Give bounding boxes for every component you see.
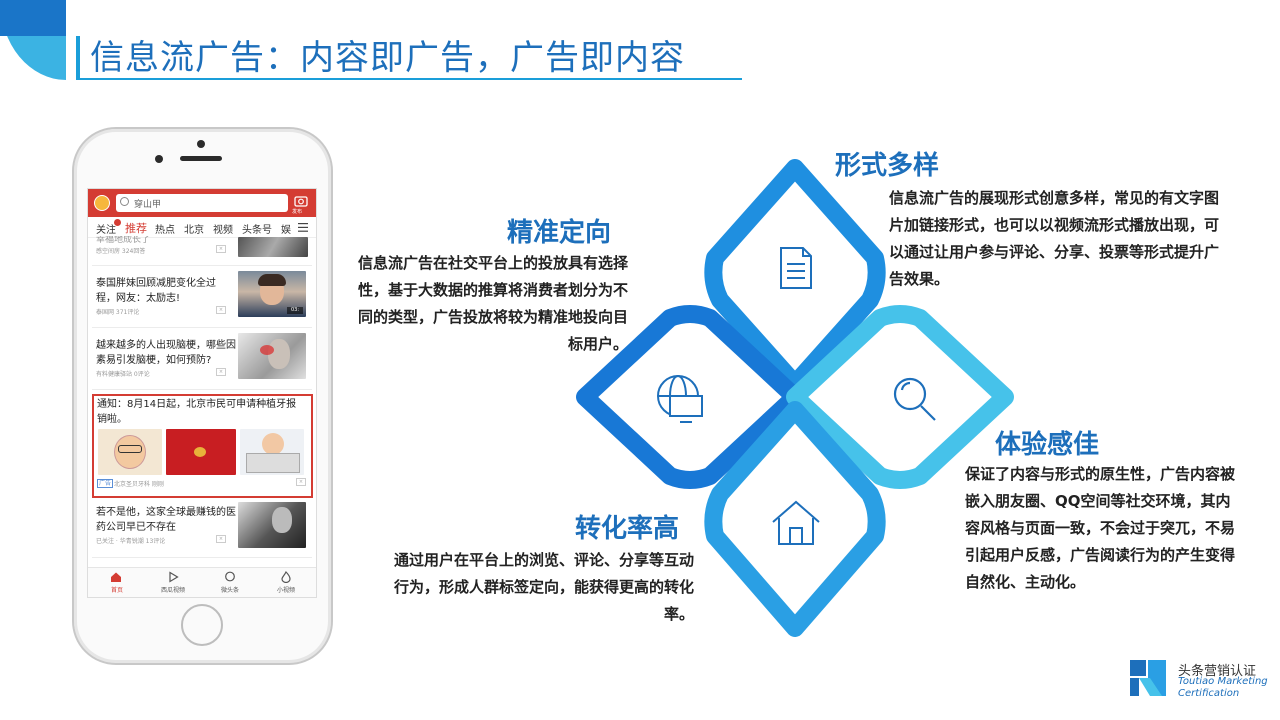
dismiss-icon[interactable]: × <box>296 478 306 486</box>
dismiss-icon[interactable]: × <box>216 368 226 376</box>
title-underline <box>76 78 742 80</box>
feature-text-conversion: 通过用户在平台上的浏览、评论、分享等互动行为，形成人群标签定向，能获得更高的转化… <box>393 551 694 623</box>
ad-title[interactable]: 通知：8月14日起，北京市民可申请种植牙报销啦。 <box>97 399 297 425</box>
document-icon <box>780 247 812 289</box>
ad-image-reader[interactable] <box>240 429 304 475</box>
news-title[interactable]: 泰国胖妹回顾减肥变化全过程，网友：太励志! <box>96 278 216 304</box>
nav-home-label[interactable]: 首页 <box>111 587 124 594</box>
dismiss-icon[interactable]: × <box>216 245 226 253</box>
divider <box>92 327 312 328</box>
publish-label: 发布 <box>292 209 303 215</box>
petal-top <box>704 159 886 393</box>
ad-badge: 广告 <box>97 479 114 488</box>
dismiss-icon[interactable]: × <box>216 535 226 543</box>
feature-text-experience: 保证了内容与形式的原生性，广告内容被嵌入朋友圈、QQ空间等社交环境，其内容风格与… <box>965 465 1236 591</box>
tab-hot[interactable]: 热点 <box>155 225 175 236</box>
news-thumbnail[interactable] <box>238 502 306 548</box>
dismiss-icon[interactable]: × <box>216 306 226 314</box>
divider <box>92 265 312 266</box>
notification-badge <box>114 219 121 226</box>
phone-home-button[interactable] <box>181 604 223 646</box>
camera-icon[interactable] <box>292 194 310 212</box>
news-thumbnail[interactable] <box>238 237 308 257</box>
news-title[interactable]: 越来越多的人出现脑梗，哪些因素易引发脑梗，如何预防? <box>96 340 236 366</box>
news-thumbnail[interactable]: 03: <box>238 271 306 317</box>
app-logo-icon[interactable] <box>94 195 110 211</box>
nav-small-video-label[interactable]: 小视频 <box>277 587 296 594</box>
ad-image-certificate[interactable] <box>166 429 236 475</box>
tab-beijing[interactable]: 北京 <box>184 225 204 236</box>
feature-text-variety: 信息流广告的展现形式创意多样，常见的有文字图片加链接形式，也可以以视频流形式播放… <box>889 189 1220 288</box>
chat-icon[interactable] <box>224 571 236 583</box>
feature-heading-experience: 体验感佳 <box>995 430 1100 460</box>
news-meta: 已关注 · 华青锐潮 13评论 <box>96 538 166 545</box>
video-duration-badge: 03: <box>287 307 303 314</box>
house-icon <box>772 500 820 545</box>
feature-heading-variety: 形式多样 <box>835 151 940 181</box>
channel-tabs: 关注 推荐 热点 北京 视频 头条号 娱 <box>88 217 316 238</box>
partial-news-title[interactable]: 幸福地成长了 <box>96 236 151 245</box>
petal-right <box>786 305 1014 489</box>
nav-xigua-label[interactable]: 西瓜视频 <box>161 587 186 594</box>
magnifier-icon <box>893 377 936 421</box>
brand-name-cn: 头条营销认证 <box>1178 664 1257 679</box>
search-input[interactable]: 穿山甲 <box>116 194 288 212</box>
nav-weitoutiao-label[interactable]: 微头条 <box>221 587 240 594</box>
brand-name-en-line2: Certification <box>1178 688 1240 699</box>
page-title: 信息流广告：内容即广告，广告即内容 <box>90 38 685 78</box>
feature-heading-targeting: 精准定向 <box>507 218 612 248</box>
play-icon[interactable] <box>167 571 179 583</box>
search-placeholder: 穿山甲 <box>134 200 162 210</box>
divider <box>92 389 312 390</box>
home-icon[interactable] <box>110 571 122 583</box>
flame-icon[interactable] <box>280 571 292 583</box>
tab-recommend[interactable]: 推荐 <box>125 222 147 235</box>
petal-bottom <box>704 401 886 637</box>
ad-image-elder[interactable] <box>98 429 162 475</box>
phone-sensor <box>155 155 163 163</box>
news-meta: 泰国网 371评论 <box>96 309 140 316</box>
news-meta: 有料健康驿站 0评论 <box>96 371 150 378</box>
news-title[interactable]: 若不是他，这家全球最赚钱的医药公司早已不存在 <box>96 507 236 533</box>
corner-decoration <box>0 0 66 80</box>
phone-camera <box>197 140 205 148</box>
search-icon <box>120 197 129 206</box>
feature-heading-conversion: 转化率高 <box>575 514 680 544</box>
title-accent-bar <box>76 36 80 78</box>
tab-follow[interactable]: 关注 <box>96 225 116 236</box>
globe-monitor-icon <box>657 375 703 423</box>
brand-name-en-line1: Toutiao Marketing <box>1178 676 1268 687</box>
divider <box>92 557 312 558</box>
ad-meta: 北京圣贝牙科 刚刚 <box>114 481 164 488</box>
tab-video[interactable]: 视频 <box>213 225 233 236</box>
ad-highlight-frame[interactable] <box>92 394 313 498</box>
bottom-nav: 首页 西瓜视频 微头条 小视频 <box>88 567 316 597</box>
phone-screen: 穿山甲 发布 关注 推荐 热点 北京 视频 头条号 娱 幸福地成长了 感空间房 … <box>87 188 317 598</box>
menu-icon[interactable] <box>298 223 308 232</box>
tab-toutiaohao[interactable]: 头条号 <box>242 225 272 236</box>
news-meta: 感空间房 324回答 <box>96 248 146 255</box>
tab-entertainment[interactable]: 娱 <box>281 225 291 236</box>
feature-text-targeting: 信息流广告在社交平台上的投放具有选择性，基于大数据的推算将消费者划分为不同的类型… <box>357 254 628 353</box>
toutiao-certification-logo <box>1130 660 1166 696</box>
news-thumbnail[interactable] <box>238 333 306 379</box>
phone-speaker <box>180 156 222 161</box>
feature-diagram <box>576 159 1014 637</box>
